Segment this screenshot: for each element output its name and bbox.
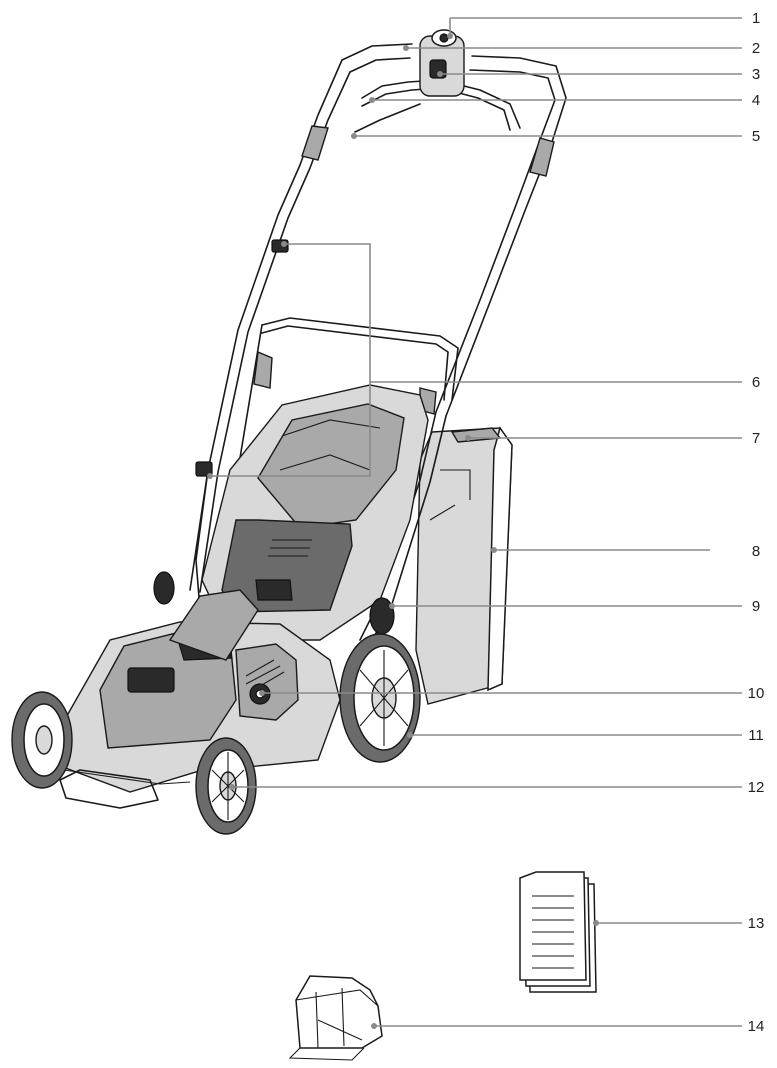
callout-10: 10 xyxy=(748,685,765,702)
leader-dot-6b xyxy=(207,473,213,479)
leader-dot-6a xyxy=(281,241,287,247)
callout-7: 7 xyxy=(752,430,760,447)
mower-deck xyxy=(201,384,429,641)
leader-dot-4 xyxy=(369,97,375,103)
leader-line-6a xyxy=(210,243,371,477)
callout-12: 12 xyxy=(748,779,765,796)
mulching-plug-icon xyxy=(288,975,383,1061)
switch-box xyxy=(419,29,465,97)
callout-13: 13 xyxy=(748,915,765,932)
leader-dot-2 xyxy=(403,45,409,51)
callout-9: 9 xyxy=(752,598,760,615)
motor-housing xyxy=(43,621,341,809)
instruction-manual-icon xyxy=(519,871,597,993)
leader-dot-10 xyxy=(259,690,265,696)
leader-dot-9 xyxy=(389,603,395,609)
battery-cover xyxy=(168,589,259,661)
callout-1: 1 xyxy=(752,10,760,27)
upper-handle xyxy=(189,43,567,593)
leader-dot-14 xyxy=(371,1023,377,1029)
leader-dot-5 xyxy=(351,133,357,139)
leader-dot-12 xyxy=(229,784,235,790)
leader-dot-3 xyxy=(437,71,443,77)
height-adjust-knob xyxy=(153,571,395,635)
leader-lines xyxy=(207,17,742,1029)
callout-14: 14 xyxy=(748,1018,765,1035)
grass-collection-box xyxy=(415,426,513,705)
leader-dot-7 xyxy=(465,435,471,441)
handle-frame xyxy=(237,317,459,471)
leader-dot-8 xyxy=(491,547,497,553)
callout-4: 4 xyxy=(752,92,760,109)
callout-2: 2 xyxy=(752,40,760,57)
leader-dot-13 xyxy=(593,920,599,926)
callout-11: 11 xyxy=(748,727,764,744)
rear-wheel-large xyxy=(339,633,421,763)
callout-8: 8 xyxy=(752,543,760,560)
callout-3: 3 xyxy=(752,66,760,83)
leader-dot-11 xyxy=(407,732,413,738)
callout-5: 5 xyxy=(752,128,760,145)
callout-numbers: 1 2 3 4 5 6 7 8 9 10 11 12 13 14 xyxy=(748,10,765,1035)
front-wheel-left xyxy=(11,691,73,789)
callout-6: 6 xyxy=(752,374,760,391)
front-wheel-right xyxy=(195,737,257,835)
